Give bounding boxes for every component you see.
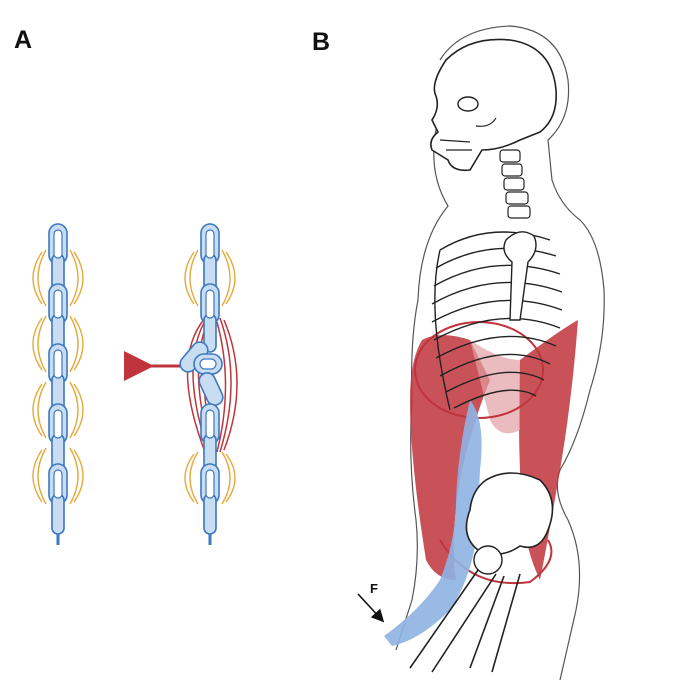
anatomy-figure: [358, 26, 604, 680]
arrow-down-right-icon: [358, 594, 382, 620]
skull: [431, 39, 556, 170]
pelvis: [466, 473, 552, 554]
spine: [500, 150, 530, 218]
humerus: [504, 232, 536, 320]
chain-right: [177, 224, 237, 545]
chain-link: [52, 494, 64, 534]
chain-left: [33, 224, 83, 545]
